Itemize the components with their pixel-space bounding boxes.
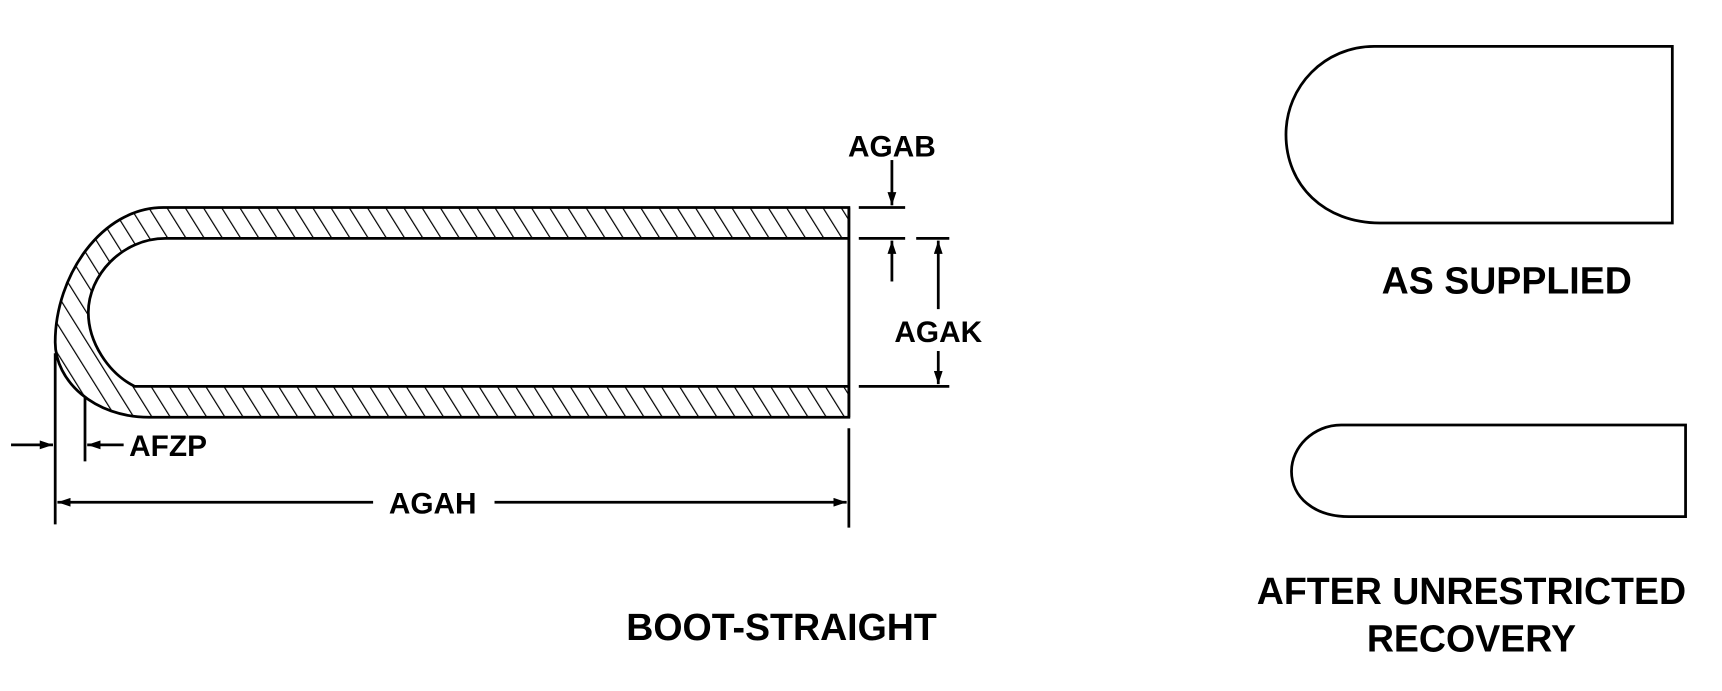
title-boot-straight: BOOT-STRAIGHT	[626, 606, 937, 648]
title-after-recovery-line2: RECOVERY	[1367, 617, 1576, 659]
dimension-agak: AGAK	[858, 237, 983, 388]
dimension-afzp: AFZP	[11, 353, 207, 525]
boot-section	[53, 206, 851, 419]
title-as-supplied: AS SUPPLIED	[1382, 260, 1632, 302]
title-after-recovery-line1: AFTER UNRESTRICTED	[1257, 570, 1686, 612]
as-supplied-shape	[1284, 44, 1674, 225]
label-agah: AGAH	[389, 487, 477, 520]
boot-wall-hatched	[53, 206, 851, 419]
label-agab: AGAB	[848, 131, 936, 164]
dimension-agab: AGAB	[848, 131, 936, 282]
dimension-agah: AGAH	[57, 428, 851, 528]
label-afzp: AFZP	[129, 430, 207, 463]
label-agak: AGAK	[894, 316, 982, 349]
recovered-shape	[1290, 423, 1687, 518]
